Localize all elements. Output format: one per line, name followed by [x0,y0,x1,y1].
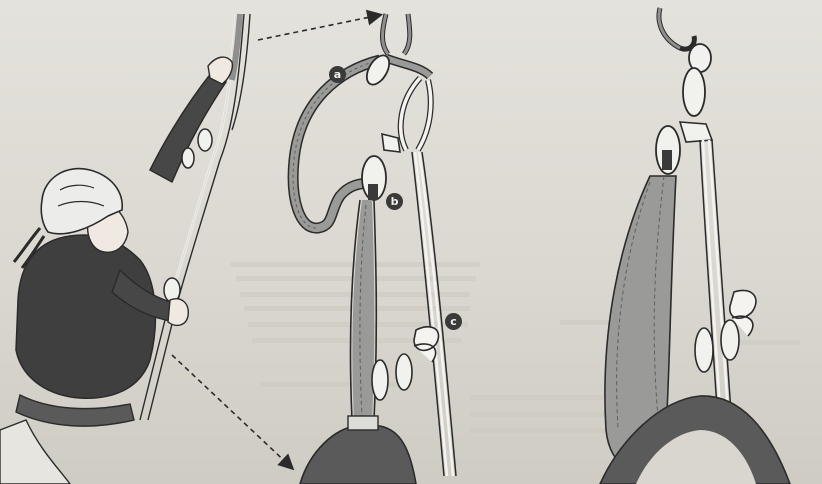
carabiner-lower-right [396,354,412,390]
harness-belay-loop [300,426,416,484]
climber-harness [16,395,134,426]
callout-b: b [386,193,403,210]
carabiner-lower-left [372,360,388,400]
climber-panel [0,14,380,484]
arrow-to-anchor [258,15,380,40]
top-carabiner [683,68,705,116]
arrow-to-harness [172,355,292,468]
belay-device-2 [680,122,712,142]
belay-device [382,134,400,152]
climber-hand-bottom [168,299,188,326]
anchor-panel-final [600,8,790,484]
callout-a: a [329,66,346,83]
anchor-panel-labeled [293,14,456,484]
knot-c [414,327,439,362]
callout-c: c [445,313,462,330]
climber-jacket [16,235,155,398]
